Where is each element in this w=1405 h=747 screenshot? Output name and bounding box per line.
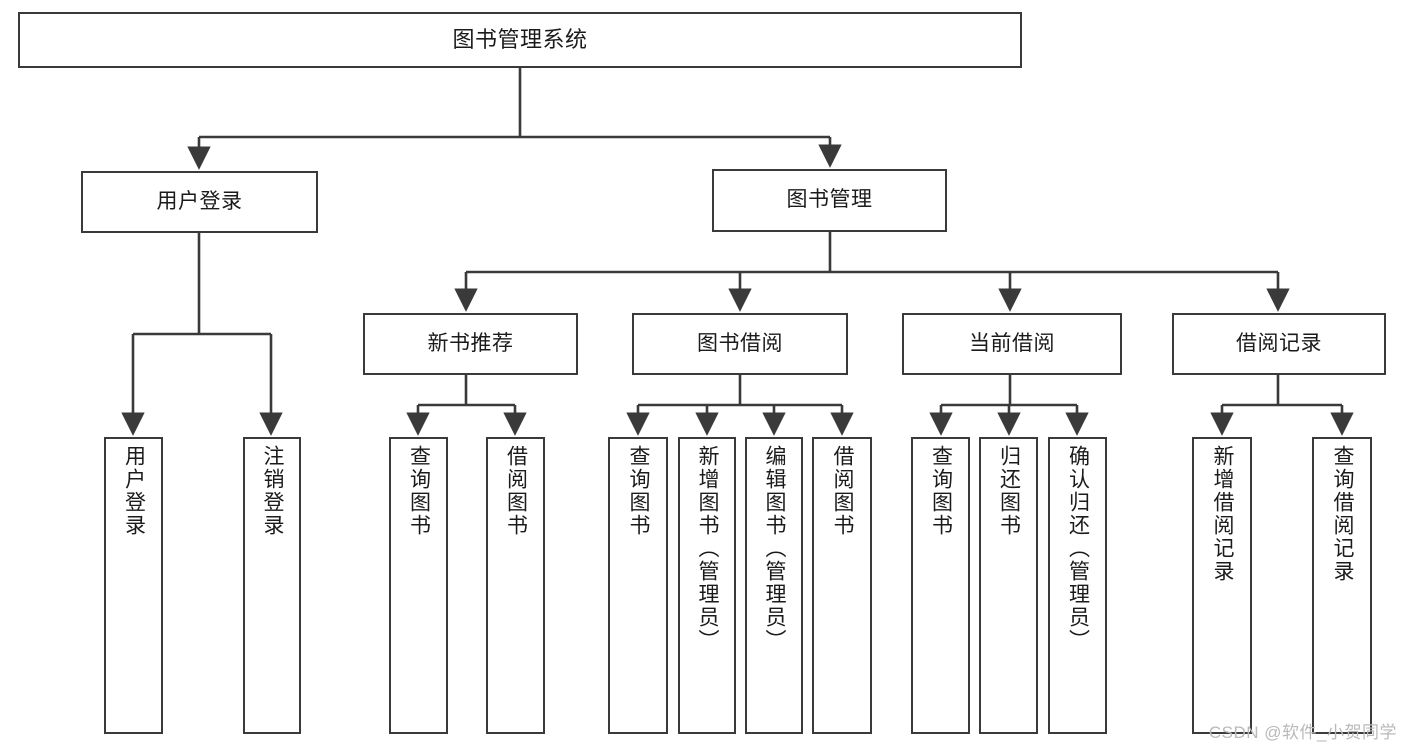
node-root-label: 图书管理系统 (452, 27, 588, 53)
node-book-borrow[interactable]: 图书借阅 (632, 313, 848, 375)
node-leaf-edit-book-admin[interactable]: 编辑图书（管理员） (745, 437, 803, 734)
node-user-login-label: 用户登录 (156, 189, 243, 213)
node-leaf-query-record-label: 查询借阅记录 (1331, 445, 1355, 583)
node-leaf-return-book[interactable]: 归还图书 (979, 437, 1038, 734)
node-leaf-query-book-2-label: 查询图书 (627, 445, 651, 537)
node-leaf-user-login-label: 用户登录 (122, 445, 146, 537)
node-leaf-query-book-1-label: 查询图书 (407, 445, 431, 537)
node-leaf-query-book-3[interactable]: 查询图书 (911, 437, 970, 734)
node-new-book-rec[interactable]: 新书推荐 (363, 313, 578, 375)
node-leaf-borrow-book-1[interactable]: 借阅图书 (486, 437, 545, 734)
node-leaf-add-book-admin[interactable]: 新增图书（管理员） (678, 437, 736, 734)
node-leaf-return-book-label: 归还图书 (997, 445, 1021, 537)
node-borrow-record[interactable]: 借阅记录 (1172, 313, 1386, 375)
node-root[interactable]: 图书管理系统 (18, 12, 1022, 68)
node-leaf-logout-label: 注销登录 (261, 445, 285, 537)
node-leaf-query-record[interactable]: 查询借阅记录 (1312, 437, 1372, 734)
node-user-login[interactable]: 用户登录 (81, 171, 318, 233)
node-leaf-user-login[interactable]: 用户登录 (104, 437, 163, 734)
node-leaf-edit-book-admin-label: 编辑图书（管理员） (763, 445, 787, 652)
node-leaf-query-book-2[interactable]: 查询图书 (608, 437, 668, 734)
node-leaf-confirm-return-admin[interactable]: 确认归还（管理员） (1048, 437, 1107, 734)
node-book-borrow-label: 图书借阅 (697, 331, 783, 355)
node-current-borrow[interactable]: 当前借阅 (902, 313, 1122, 375)
node-leaf-logout[interactable]: 注销登录 (243, 437, 301, 734)
node-leaf-borrow-book-2-label: 借阅图书 (831, 445, 855, 537)
node-leaf-borrow-book-2[interactable]: 借阅图书 (812, 437, 872, 734)
node-borrow-record-label: 借阅记录 (1236, 331, 1322, 355)
node-leaf-add-record[interactable]: 新增借阅记录 (1192, 437, 1252, 734)
node-leaf-borrow-book-1-label: 借阅图书 (504, 445, 528, 537)
node-book-manage[interactable]: 图书管理 (712, 169, 947, 232)
node-current-borrow-label: 当前借阅 (969, 331, 1055, 355)
node-book-manage-label: 图书管理 (786, 188, 873, 212)
csdn-watermark: CSDN @软件_小贺同学 (1208, 723, 1397, 742)
node-leaf-confirm-return-admin-label: 确认归还（管理员） (1066, 445, 1090, 652)
node-leaf-add-book-admin-label: 新增图书（管理员） (696, 445, 720, 652)
node-leaf-add-record-label: 新增借阅记录 (1211, 445, 1235, 583)
node-leaf-query-book-1[interactable]: 查询图书 (389, 437, 448, 734)
node-leaf-query-book-3-label: 查询图书 (929, 445, 953, 537)
node-new-book-rec-label: 新书推荐 (427, 331, 514, 355)
